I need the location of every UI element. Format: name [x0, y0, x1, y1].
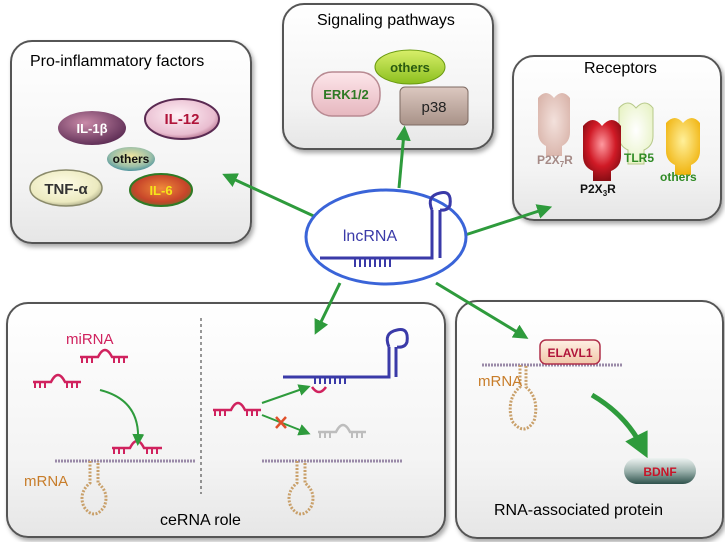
pro-inflammatory-title: Pro-inflammatory factors: [30, 53, 205, 70]
p38-label: p38: [421, 99, 446, 116]
inflam-others-node: others: [107, 147, 155, 171]
blocked-cross-icon: [275, 416, 287, 429]
lncrna-structure: [320, 191, 452, 260]
cerna-mrna-left: [55, 459, 195, 516]
mirna-label: miRNA: [66, 331, 114, 348]
p2x7r-label: P2X7R: [537, 153, 573, 169]
elavl1-protein: ELAVL1: [539, 339, 601, 365]
il12-node: IL-12: [144, 98, 220, 140]
elavl1-label: ELAVL1: [547, 346, 592, 360]
cerna-mrna-right: [262, 423, 402, 516]
cerna-lncrna-ticks: [314, 378, 346, 384]
pro-inflammatory-panel: [10, 40, 252, 244]
sig-others-label: others: [390, 60, 430, 75]
il6-node: IL-6: [129, 173, 193, 207]
arrow-to-inflammatory: [222, 173, 319, 220]
bdnf-product: BDNF: [624, 458, 696, 484]
receptor-others-label: others: [660, 170, 697, 184]
rbp-mrna-label: mRNA: [478, 373, 522, 390]
receptors-title: Receptors: [584, 60, 657, 77]
p2x3r-receptor: P2X3R: [580, 120, 621, 198]
signaling-title: Signaling pathways: [317, 12, 455, 29]
inflam-others-label: others: [113, 152, 150, 166]
rbp-title: RNA-associated protein: [494, 502, 663, 519]
cerna-title: ceRNA role: [160, 512, 241, 529]
cerna-binding-arrow: [99, 389, 145, 446]
p2x7r-receptor: P2X7R: [537, 93, 573, 169]
arrow-to-receptors: [461, 204, 553, 238]
tnfa-label: TNF-α: [44, 181, 88, 198]
p2x3r-label: P2X3R: [580, 182, 616, 198]
rbp-mrna: [482, 363, 622, 431]
rbp-arrow: [590, 392, 648, 459]
lncrna-label: lncRNA: [343, 228, 398, 245]
il6-label: IL-6: [149, 183, 172, 198]
sig-others-node: others: [374, 49, 446, 85]
cerna-arrow-to-lncrna: [261, 384, 311, 404]
tlr5-label: TLR5: [624, 151, 654, 165]
tnfa-node: TNF-α: [29, 169, 103, 207]
erk-node: ERK1/2: [311, 71, 381, 117]
p38-node: p38: [399, 86, 469, 126]
arrow-to-signaling: [395, 125, 411, 189]
receptor-others: others: [660, 118, 700, 184]
cerna-mrna-left-label: mRNA: [24, 473, 68, 490]
lncrna-ticks: [354, 259, 391, 267]
bdnf-label: BDNF: [643, 465, 676, 479]
erk-label: ERK1/2: [323, 87, 369, 102]
il1b-node: IL-1β: [58, 111, 126, 145]
center-arrows: [222, 125, 553, 339]
lncrna-center: lncRNA: [304, 188, 468, 286]
mirna-strands: [33, 348, 328, 454]
cerna-panel: [6, 302, 446, 538]
il1b-label: IL-1β: [76, 121, 107, 136]
arrow-to-cerna: [314, 282, 342, 335]
cerna-lncrna-sponge: [283, 328, 409, 379]
tlr5-receptor: TLR5: [618, 102, 654, 165]
il12-label: IL-12: [164, 111, 199, 128]
arrow-to-rbp: [435, 281, 529, 339]
